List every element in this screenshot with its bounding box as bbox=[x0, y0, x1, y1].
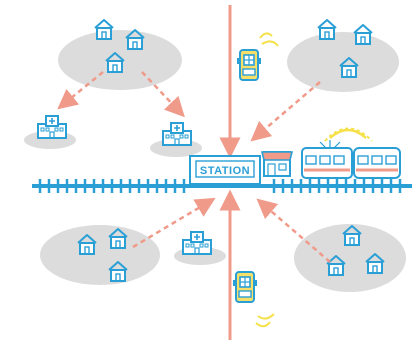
dashed-arrows bbox=[57, 71, 331, 263]
hospital-icon bbox=[162, 122, 192, 146]
shop-icon bbox=[260, 151, 294, 177]
station-label: STATION bbox=[200, 165, 250, 177]
house-icon bbox=[353, 24, 373, 45]
station-icon: STATION bbox=[189, 155, 261, 185]
house-icon bbox=[94, 19, 114, 40]
residential-area-top-left bbox=[58, 19, 182, 90]
train-icon bbox=[301, 127, 401, 179]
railway-line bbox=[32, 179, 412, 193]
residential-area-bottom-right bbox=[294, 224, 406, 292]
hospital-icon bbox=[182, 231, 212, 255]
bus-icon bbox=[232, 271, 275, 328]
hospital-icon bbox=[37, 115, 67, 139]
bus-icon bbox=[236, 32, 279, 81]
residential-area-top-right bbox=[287, 19, 399, 92]
house-icon bbox=[317, 19, 337, 40]
residential-area-bottom-left bbox=[40, 225, 160, 285]
